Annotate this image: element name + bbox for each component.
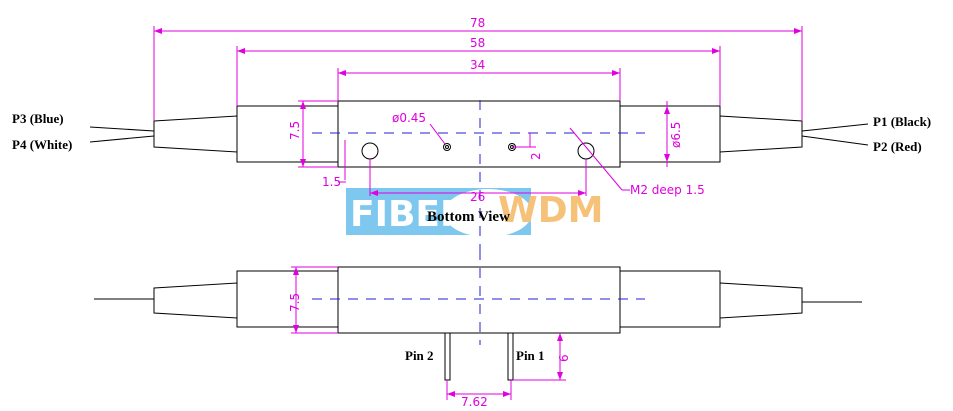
- watermark-fiber: FIBER: [350, 194, 468, 235]
- side-right-boot: [719, 282, 803, 319]
- mount-hole-left: [361, 142, 379, 160]
- label-pin-2: Pin 2: [405, 348, 434, 363]
- right-boot: [719, 115, 803, 153]
- dim-34: 34: [470, 58, 485, 72]
- dim-7-5-top: 7.5: [288, 121, 302, 140]
- mount-hole-right: [577, 142, 595, 160]
- side-main-body: [337, 266, 621, 334]
- label-p1: P1 (Black): [873, 114, 931, 129]
- top-dimensions: 78 58 34 7.5 ø6.5 ø0.45 2: [153, 16, 803, 204]
- fiber-p1: [801, 123, 869, 132]
- pin-1: [507, 332, 514, 381]
- dim-7-5-side: 7.5: [288, 293, 302, 312]
- main-body: [337, 100, 621, 168]
- pin-hole-left-inner: [445, 145, 449, 149]
- label-p3: P3 (Blue): [12, 111, 64, 126]
- fiber-p2: [801, 135, 869, 146]
- dim-6: 6: [557, 354, 571, 362]
- label-p2: P2 (Red): [873, 139, 922, 154]
- bottom-view-label: Bottom View: [427, 209, 510, 225]
- pin-hole-left: [443, 143, 451, 151]
- side-right-sleeve: [619, 270, 721, 328]
- pin-2: [444, 332, 451, 381]
- dim-78: 78: [470, 16, 485, 30]
- side-view: [94, 250, 862, 381]
- top-view: [89, 100, 869, 260]
- fiber-p4: [89, 135, 155, 143]
- dim-dia-6-5: ø6.5: [669, 122, 683, 148]
- watermark: FIBER WDM: [346, 188, 603, 237]
- left-boot: [153, 115, 238, 153]
- dim-58: 58: [470, 36, 485, 50]
- dim-m2-deep: M2 deep 1.5: [630, 183, 705, 197]
- side-dimensions: 7.5 6 7.62: [288, 266, 571, 409]
- label-p4: P4 (White): [12, 137, 72, 152]
- dim-7-62: 7.62: [461, 395, 488, 409]
- dim-26: 26: [470, 190, 485, 204]
- fiber-p3: [89, 126, 155, 132]
- watermark-ellipse: [444, 189, 532, 237]
- side-left-boot: [153, 282, 238, 319]
- dim-hole-0-45: ø0.45: [392, 111, 426, 125]
- label-pin-1: Pin 1: [516, 348, 545, 363]
- dim-1-5: 1.5: [322, 175, 341, 189]
- watermark-wdm: WDM: [498, 190, 603, 231]
- dim-2: 2: [529, 152, 543, 160]
